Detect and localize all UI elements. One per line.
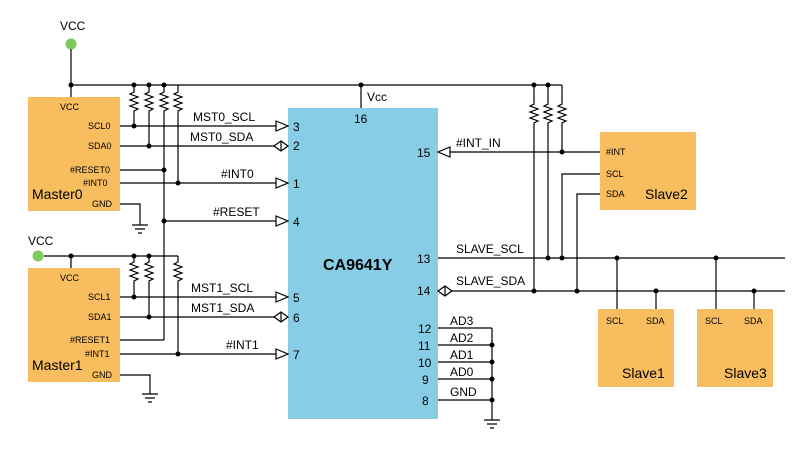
master0-box — [28, 97, 120, 211]
chip-name: CA9641Y — [323, 257, 393, 274]
pin-num-7: 7 — [293, 348, 300, 362]
slave-pullups — [528, 85, 568, 291]
master0-pin-vcc: VCC — [60, 102, 80, 112]
pin-label-int0: #INT0 — [221, 167, 254, 181]
left-pin-arrows — [272, 120, 290, 360]
chip-vcc-label: Vcc — [367, 90, 387, 104]
master1-pin-gnd: GND — [92, 370, 113, 380]
master0-name: Master0 — [32, 186, 83, 202]
slave2-pin-sda: SDA — [606, 189, 625, 199]
pin-label-gnd: GND — [450, 385, 477, 399]
master0-pin-sda: SDA0 — [88, 141, 112, 151]
master1-pin-reset: #RESET1 — [70, 335, 110, 345]
vcc-top-dot — [65, 38, 77, 50]
chip-vcc-pin: 16 — [354, 112, 368, 126]
master1-name: Master1 — [32, 357, 83, 373]
slave1-pin-scl: SCL — [606, 316, 624, 326]
pin-num-11: 11 — [418, 339, 431, 353]
pin-num-1: 1 — [293, 177, 300, 191]
pin-num-15: 15 — [417, 146, 431, 160]
pin-num-6: 6 — [293, 311, 300, 325]
master1-pullups — [128, 256, 184, 354]
chip-box — [288, 108, 438, 419]
master0-pullups — [128, 85, 184, 183]
pin-num-13: 13 — [417, 252, 431, 266]
vcc-bottom-dot — [32, 250, 44, 262]
pin-label-ad2: AD2 — [450, 331, 474, 345]
master0-pin-scl: SCL0 — [88, 121, 111, 131]
master0-pin-int: #INT0 — [83, 178, 108, 188]
vcc-bottom-label: VCC — [28, 234, 54, 248]
slave2-name: Slave2 — [645, 186, 688, 202]
slave1-name: Slave1 — [622, 365, 665, 381]
pin-label-mst1-sda: MST1_SDA — [191, 301, 254, 315]
slave2-box — [600, 132, 696, 210]
master1-pin-scl: SCL1 — [88, 292, 111, 302]
master0-gnd — [120, 203, 148, 234]
reset-net — [163, 170, 276, 340]
pin-num-4: 4 — [293, 215, 300, 229]
slave1-box — [598, 309, 674, 387]
slave3-pin-scl: SCL — [705, 316, 723, 326]
pin-label-mst1-scl: MST1_SCL — [191, 281, 253, 295]
master0-pin-reset: #RESET0 — [70, 165, 110, 175]
pin-num-5: 5 — [293, 291, 300, 305]
pin-label-mst0-sda: MST0_SDA — [190, 130, 253, 144]
pin-num-10: 10 — [418, 356, 432, 370]
address-pins-gnd — [438, 327, 500, 429]
pin-label-int1: #INT1 — [226, 338, 259, 352]
pin-num-14: 14 — [417, 284, 431, 298]
pin-label-ad0: AD0 — [450, 365, 474, 379]
master1-pin-sda: SDA1 — [88, 312, 112, 322]
master1-box — [28, 268, 120, 382]
master1-pin-vcc: VCC — [60, 273, 80, 283]
pin-num-3: 3 — [293, 120, 300, 134]
pin-num-12: 12 — [418, 322, 432, 336]
pin-label-slave-sda: SLAVE_SDA — [456, 274, 525, 288]
slave3-box — [697, 309, 773, 387]
master0-pin-gnd: GND — [92, 199, 113, 209]
pin-label-ad3: AD3 — [450, 314, 474, 328]
pin-label-ad1: AD1 — [450, 348, 474, 362]
pin-num-2: 2 — [293, 139, 300, 153]
pin-label-reset: #RESET — [213, 205, 260, 219]
pin-label-mst0-scl: MST0_SCL — [193, 110, 255, 124]
vcc-bottom-rail — [44, 255, 178, 268]
pin-num-8: 8 — [422, 394, 429, 408]
master1-pin-int: #INT1 — [85, 349, 110, 359]
slave2-pin-int: #INT — [606, 147, 626, 157]
slave1-pin-sda: SDA — [646, 316, 665, 326]
vcc-top-rail — [70, 49, 562, 108]
pin-num-9: 9 — [422, 373, 429, 387]
pin-label-slave-scl: SLAVE_SCL — [456, 242, 524, 256]
slave2-pin-scl: SCL — [606, 169, 624, 179]
slave3-name: Slave3 — [724, 365, 767, 381]
master1-gnd — [120, 374, 158, 403]
slave3-pin-sda: SDA — [744, 316, 763, 326]
vcc-top-label: VCC — [60, 19, 86, 33]
pin-label-int-in: #INT_IN — [456, 136, 501, 150]
